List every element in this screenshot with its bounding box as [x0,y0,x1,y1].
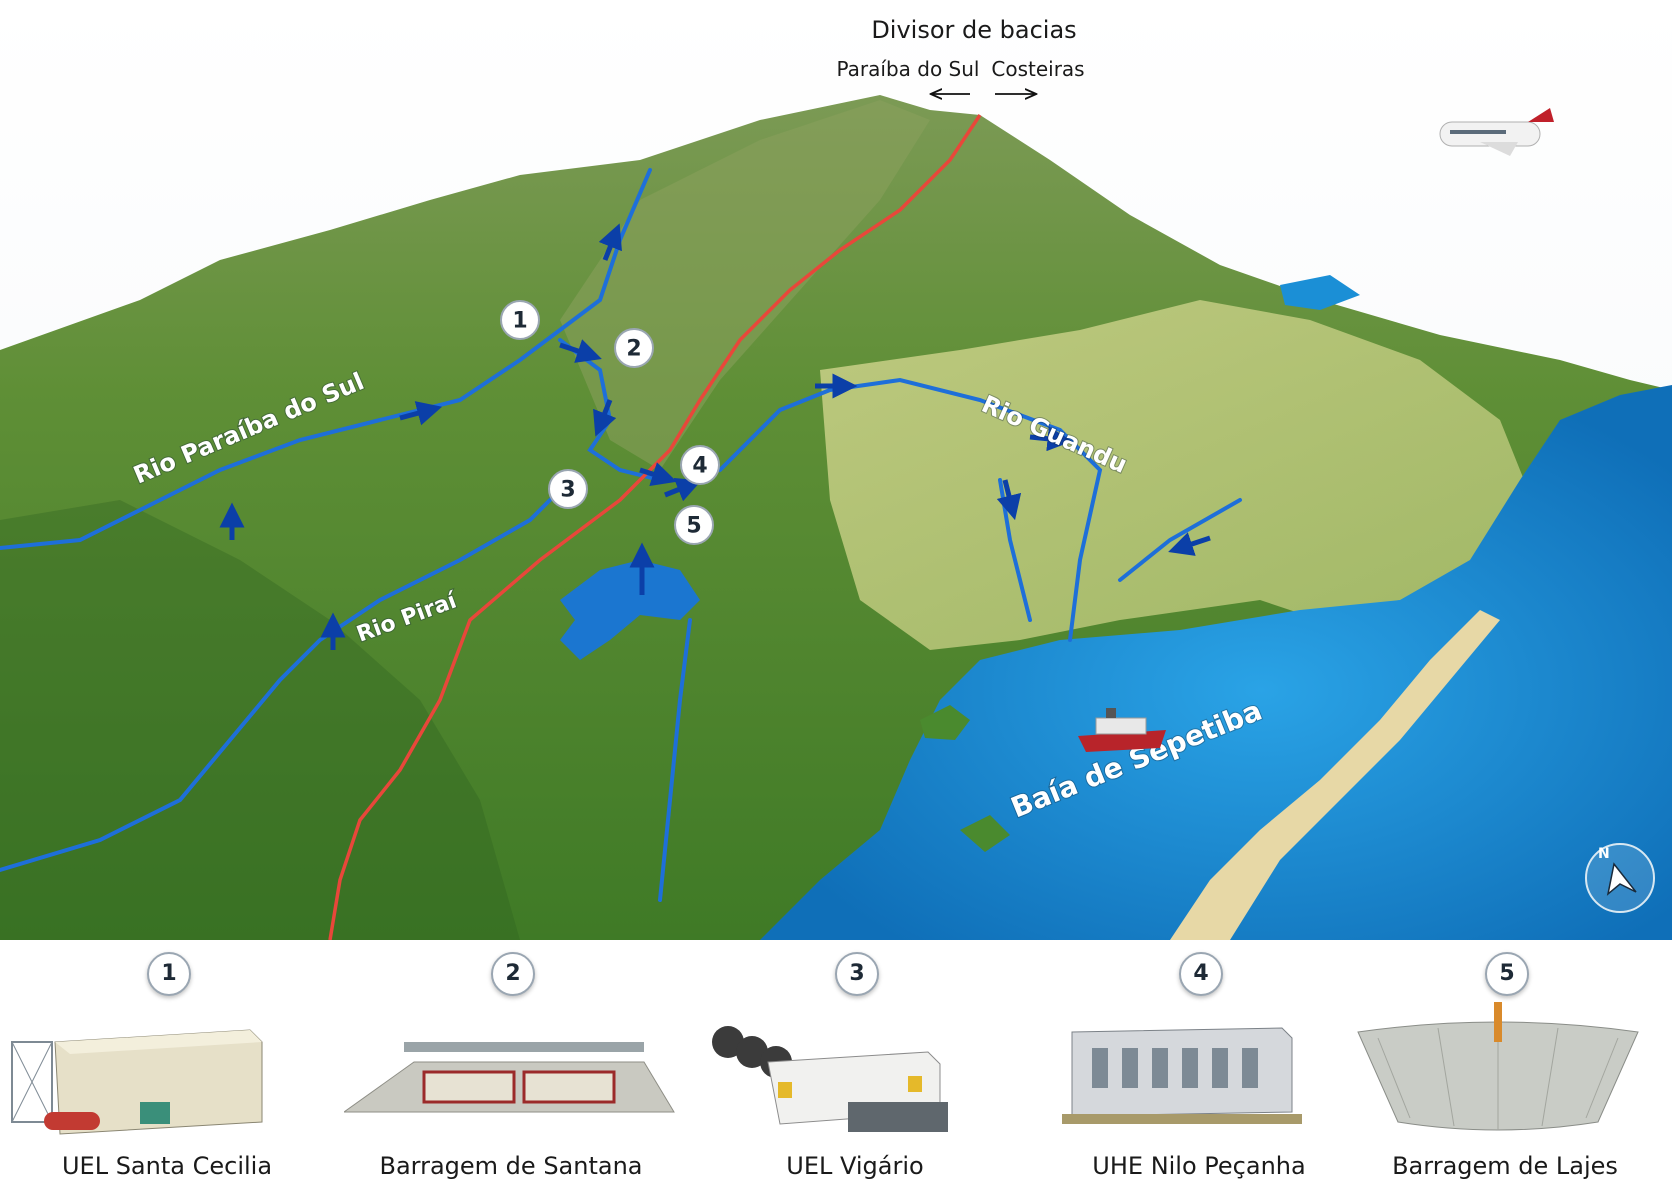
map-marker-1[interactable]: 1 [500,300,540,340]
map-marker-3[interactable]: 3 [548,469,588,509]
watershed-divide-line [328,114,982,940]
legend-caption: UEL Vigário [786,1152,924,1180]
svg-text:2: 2 [626,337,641,362]
airplane-icon [1439,108,1554,156]
map-marker-5[interactable]: 5 [674,505,714,545]
legend-panel: 1 UEL Santa Cecilia 2 Barragem de Santan… [0,940,1672,1200]
island [960,815,1010,852]
flow-arrow [598,223,622,261]
river-guandu [718,377,1103,642]
ridge-shadow [0,500,520,940]
sepetiba-bay [760,385,1672,940]
divide-right-label: Costeiras [991,57,1084,81]
legend-number: 1 [147,952,191,996]
legend-item-barragem-de-santana[interactable]: 2 Barragem de Santana [344,940,678,1200]
svg-text:1: 1 [512,309,527,334]
legend-number: 3 [835,952,879,996]
flow-arrow [399,401,443,426]
map-marker-4[interactable]: 4 [680,445,720,485]
legend-caption: Barragem de Lajes [1392,1152,1618,1180]
flow-arrow [1168,532,1211,556]
power-plant-building-icon [11,1029,263,1135]
river-pirai [0,488,562,872]
ship-icon [1078,708,1166,752]
ridge-highlight [560,100,930,470]
compass-icon: N [1585,843,1655,913]
flow-arrow [664,478,702,502]
lagoon [1280,275,1360,310]
legend-item-uhe-nilo-pecanha[interactable]: 4 UHE Nilo Peçanha [1032,940,1366,1200]
legend-number: 2 [491,952,535,996]
lajes-reservoir [560,560,700,660]
divide-title: Divisor de bacias [871,16,1076,44]
restinga-beach [1170,610,1500,940]
hydroelectric-plant-icon [1062,1027,1302,1124]
flow-arrow [1029,426,1073,452]
legend-caption: UHE Nilo Peçanha [1092,1152,1306,1180]
legend-caption: UEL Santa Cecilia [61,1152,273,1180]
flow-arrow [996,479,1022,521]
flow-arrow [639,462,677,487]
legend-caption: Barragem de Santana [379,1152,643,1180]
island [920,705,970,740]
divide-left-label: Paraíba do Sul [837,57,980,81]
compass-north-label: N [1598,846,1610,862]
legend-number: 5 [1485,952,1529,996]
pumping-station-icon [712,1026,948,1132]
dam-gates-icon [344,1042,675,1113]
legend-number: 4 [1179,952,1223,996]
flow-arrow [559,339,602,363]
legend-item-uel-santa-cecilia[interactable]: 1 UEL Santa Cecilia [0,940,334,1200]
river-tributary [658,618,692,902]
map-marker-2[interactable]: 2 [614,328,654,368]
svg-text:3: 3 [560,478,575,503]
flow-arrow [593,399,617,437]
arch-dam-icon [1357,1002,1639,1131]
svg-text:5: 5 [686,514,701,539]
watershed-map: Divisor de bacias Paraíba do Sul Costeir… [0,0,1672,940]
coastal-plain [820,300,1540,650]
svg-text:4: 4 [692,454,707,479]
legend-item-uel-vigario[interactable]: 3 UEL Vigário [688,940,1022,1200]
legend-item-barragem-de-lajes[interactable]: 5 Barragem de Lajes [1338,940,1672,1200]
